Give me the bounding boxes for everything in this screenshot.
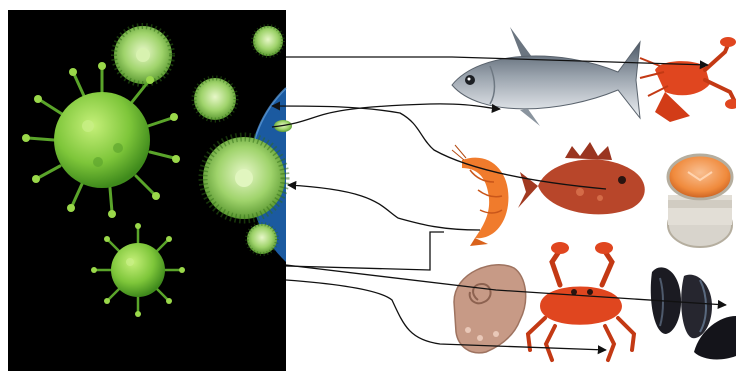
arrow-virus-to-shrimp <box>286 232 444 270</box>
crab-icon <box>528 242 634 360</box>
arrow-shrimp-to-diatom <box>288 185 480 230</box>
lobster-icon <box>640 37 736 122</box>
diatom-top <box>114 26 172 84</box>
arrow-diatom-to-tuna <box>272 104 500 127</box>
diatom-mid <box>194 78 236 120</box>
salmon-steak-icon <box>668 155 732 247</box>
octopus-icon <box>454 265 526 353</box>
scorpionfish-icon <box>518 142 645 214</box>
shrimp-icon <box>452 145 508 246</box>
diatom-large <box>203 137 285 219</box>
diatom-small-top <box>253 26 283 56</box>
mussel-icon <box>651 267 736 359</box>
tuna-icon <box>452 27 640 126</box>
diatom-bottom <box>247 224 277 254</box>
virus-small <box>91 223 185 317</box>
